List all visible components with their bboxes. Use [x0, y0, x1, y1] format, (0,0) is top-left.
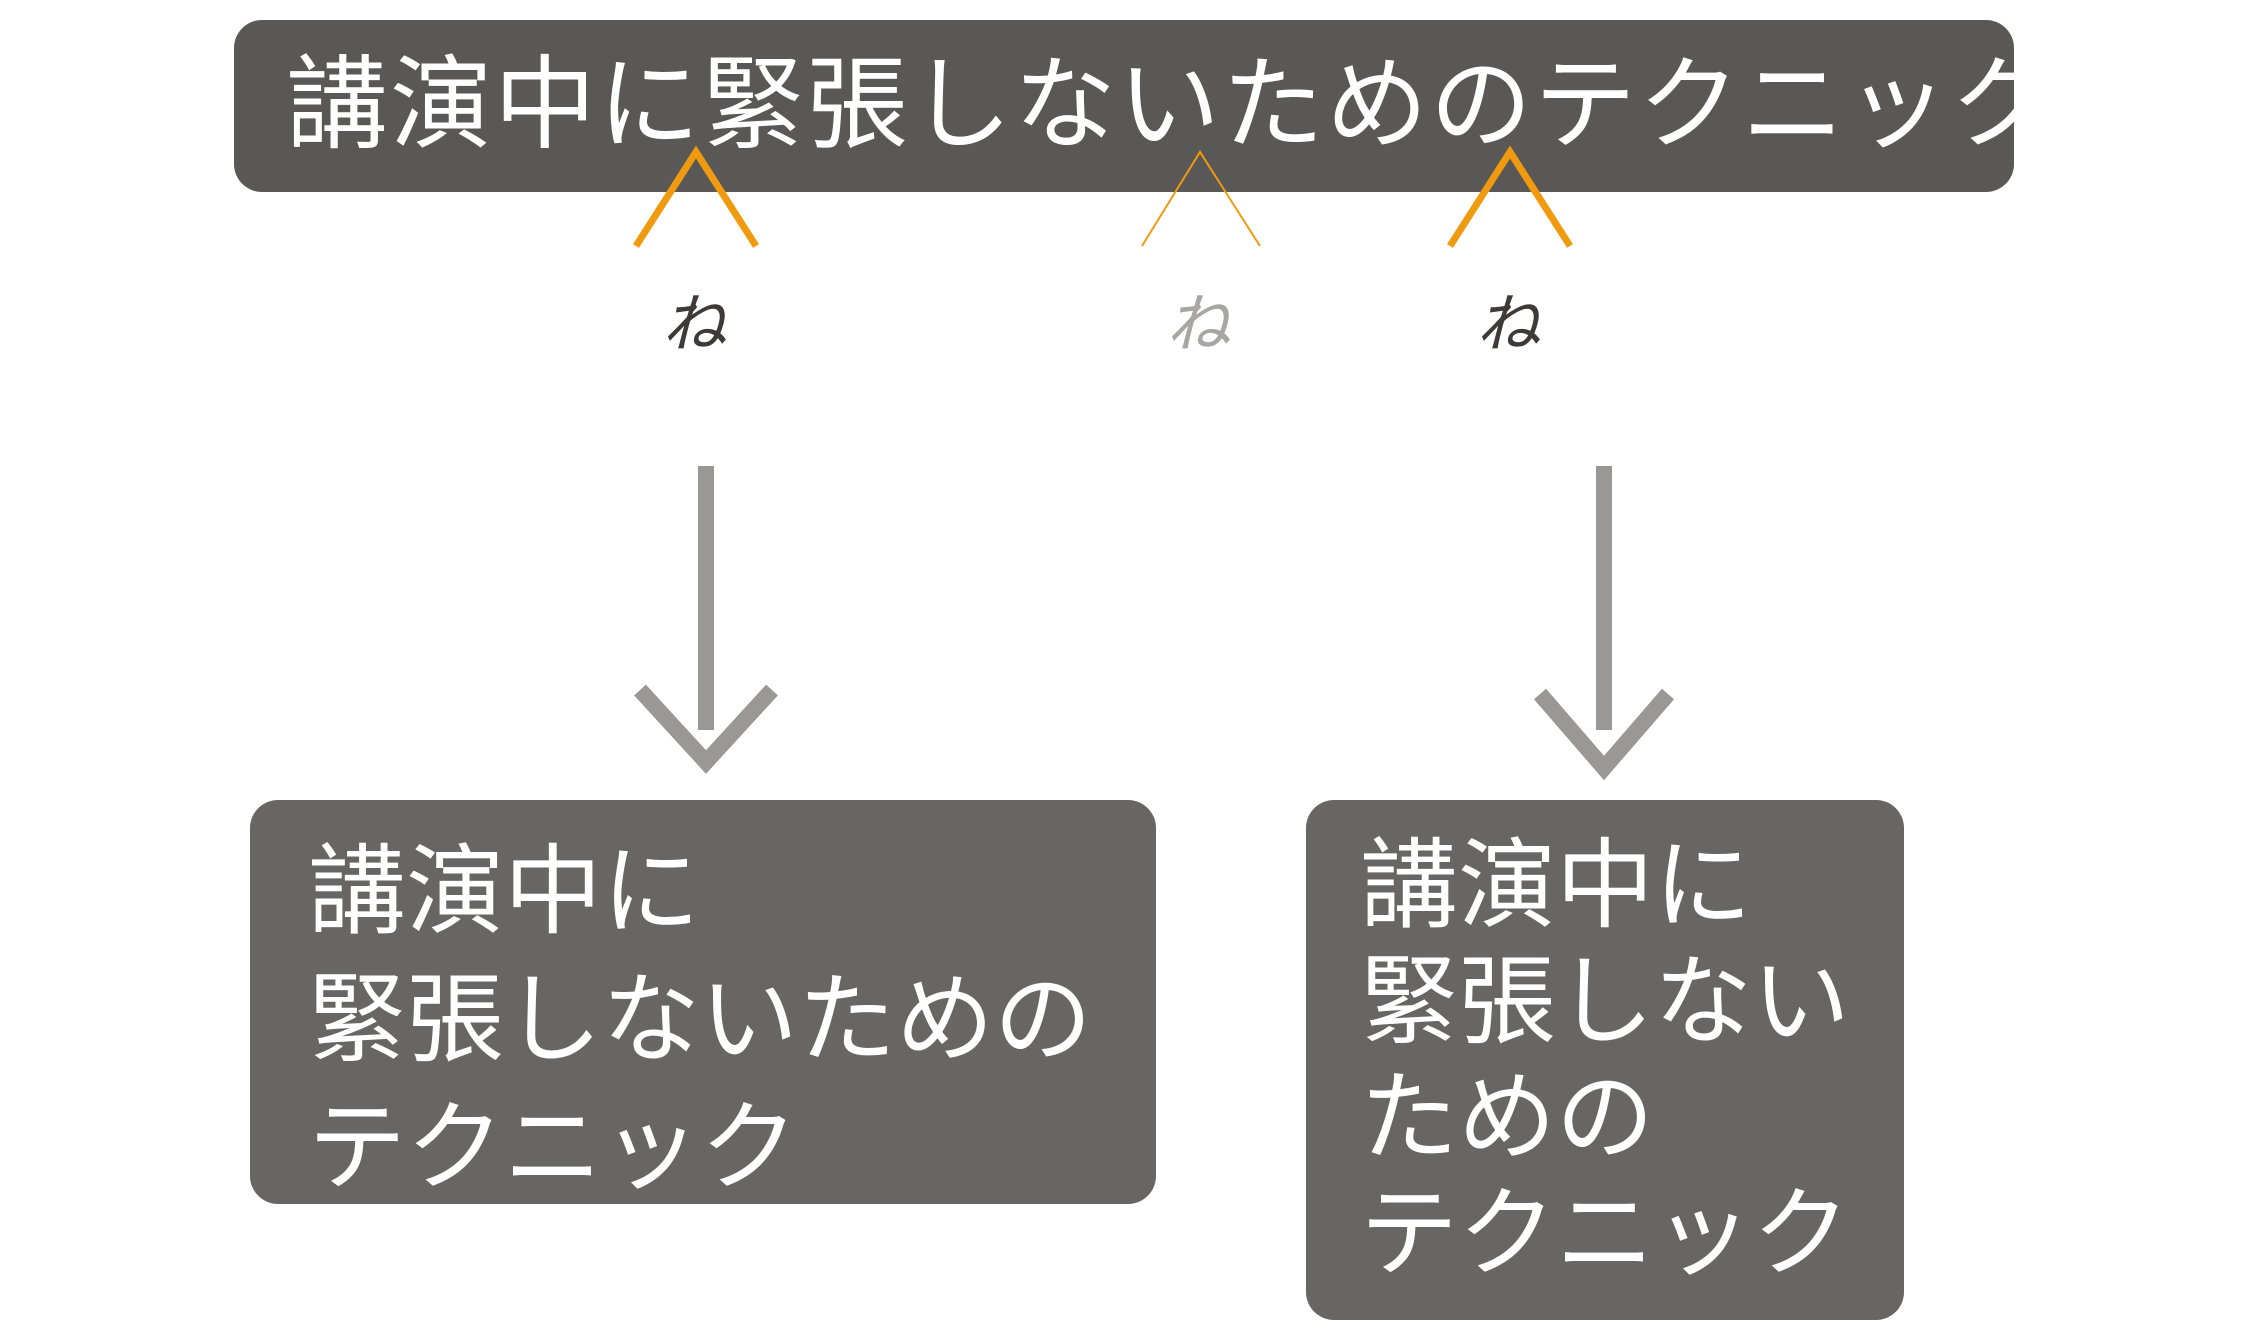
break-mark-2: ね [1166, 288, 1230, 362]
right-line-1: 講演中に [1360, 829, 1753, 943]
left-line-2: 緊張しないための [308, 963, 1093, 1077]
break-caret-3 [1447, 145, 1573, 248]
left-line-3: テクニック [308, 1091, 799, 1205]
result-box-left: 講演中に 緊張しないための テクニック [250, 800, 1156, 1205]
break-mark-3: ね [1476, 288, 1540, 362]
left-line-1: 講演中に [308, 835, 701, 949]
down-arrow-left [634, 466, 778, 774]
break-caret-2 [1141, 150, 1261, 247]
right-line-4: テクニック [1360, 1177, 1851, 1291]
original-title-text: 講演中に緊張しないためのテクニック [286, 46, 2054, 165]
down-arrow-right [1533, 466, 1675, 781]
break-mark-1: ね [662, 288, 726, 362]
result-box-right: 講演中に 緊張しない ための テクニック [1306, 800, 1904, 1320]
right-line-3: ための [1360, 1061, 1655, 1175]
original-title-box: 講演中に緊張しないためのテクニック [234, 20, 2052, 192]
right-line-2: 緊張しない [1360, 945, 1851, 1059]
break-caret-1 [633, 145, 759, 248]
